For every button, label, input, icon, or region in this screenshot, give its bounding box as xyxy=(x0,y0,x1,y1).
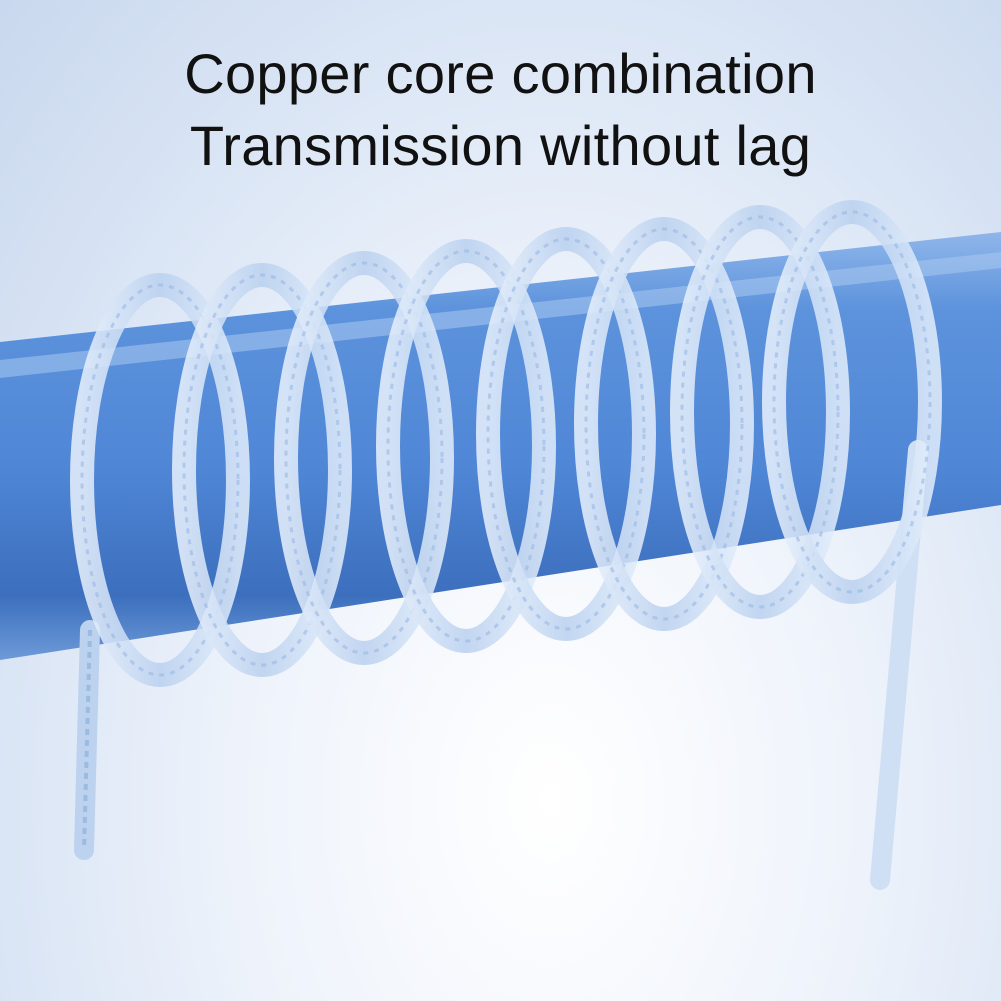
coil xyxy=(70,200,942,687)
coil-turn xyxy=(376,239,556,653)
coil-turn xyxy=(670,205,850,619)
headline-line-2: Transmission without lag xyxy=(189,114,812,177)
coil-turn xyxy=(70,273,250,687)
coil-turn xyxy=(762,200,942,604)
coil-turn xyxy=(476,227,656,641)
coil-turn xyxy=(172,263,352,677)
coil-turn xyxy=(274,251,454,665)
coil-turn xyxy=(574,217,754,631)
cable-lead-left-core xyxy=(82,629,92,851)
headline: Copper core combination Transmission wit… xyxy=(0,38,1001,182)
headline-line-1: Copper core combination xyxy=(184,42,817,105)
